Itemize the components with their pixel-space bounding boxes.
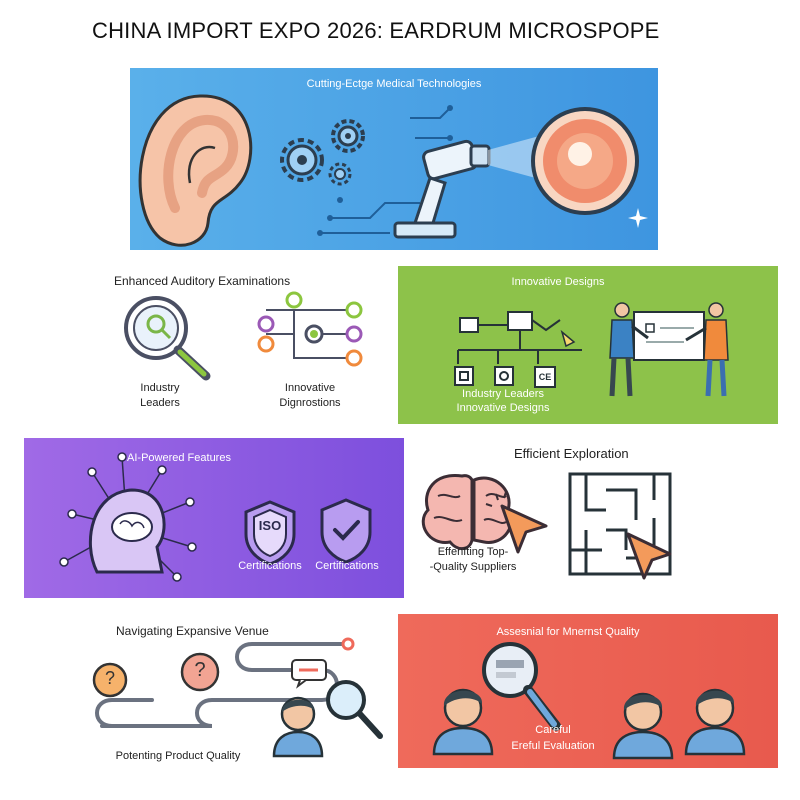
square-box-icon bbox=[454, 366, 474, 386]
question-mark-2: ? bbox=[194, 659, 206, 681]
innovative-label-1: Industry Leaders bbox=[462, 388, 544, 400]
evaluation-magnifier-icon bbox=[482, 642, 561, 731]
network-diagram-icon bbox=[257, 291, 363, 367]
quality-heading: Assesnial for Mnernst Quality bbox=[496, 626, 640, 638]
presenters-illustration bbox=[609, 302, 729, 397]
gear-box-icon bbox=[494, 366, 514, 386]
person-avatar-icon bbox=[272, 696, 324, 758]
efficient-heading: Efficient Exploration bbox=[514, 446, 629, 461]
hero-panel: Cutting-Ectge Medical Technologies bbox=[130, 68, 658, 250]
eardrum-icon bbox=[531, 107, 639, 215]
venue-footer: Potenting Product Quality bbox=[115, 750, 241, 762]
search-magnifier-icon bbox=[326, 680, 383, 739]
innovative-heading: Innovative Designs bbox=[511, 276, 605, 288]
gear-icon-2 bbox=[331, 119, 365, 153]
ear-icon bbox=[138, 94, 253, 247]
question-bubble-icon bbox=[92, 662, 128, 698]
gear-icon-3 bbox=[328, 162, 352, 186]
ai-cert-label-2: Certifications bbox=[315, 560, 379, 572]
question-mark-1: ? bbox=[104, 668, 115, 688]
ai-cert-label-1: Certifications bbox=[238, 560, 302, 572]
ai-brain-network-icon bbox=[59, 452, 197, 582]
auditory-right-label-1: Innovative bbox=[284, 382, 336, 394]
auditory-left-label-1: Industry bbox=[140, 382, 180, 394]
innovative-panel: Innovative Designs CE Industry Leaders I… bbox=[398, 266, 778, 424]
person-avatar-icon-3 bbox=[612, 692, 674, 760]
circuit-lines bbox=[317, 105, 453, 236]
efficient-label-1: Effenfting Top- bbox=[437, 546, 509, 558]
magnifier-icon bbox=[124, 296, 211, 381]
quality-panel: Assesnial for Mnernst Quality Careful Er… bbox=[398, 614, 778, 768]
ce-mark-box: CE bbox=[534, 366, 556, 388]
efficient-label-2: -Quality Suppliers bbox=[429, 561, 517, 573]
quality-label-1: Careful bbox=[535, 724, 571, 736]
question-bubble-icon-2 bbox=[180, 652, 220, 692]
venue-heading: Navigating Expansive Venue bbox=[116, 624, 269, 638]
auditory-right-label-2: Dignrostions bbox=[279, 397, 341, 409]
ai-panel: AI-Powered Features ISO Certifications C… bbox=[24, 438, 404, 598]
cursor-icon-2 bbox=[626, 532, 672, 580]
sparkle-icon bbox=[628, 208, 648, 228]
check-shield-icon bbox=[320, 498, 372, 564]
gear-icon bbox=[280, 138, 324, 182]
brain-icon bbox=[421, 474, 513, 550]
microscope-icon bbox=[393, 139, 491, 239]
auditory-left-label-2: Leaders bbox=[140, 397, 180, 409]
hero-caption: Cutting-Ectge Medical Technologies bbox=[306, 78, 482, 90]
page-title: CHINA IMPORT EXPO 2026: EARDRUM MICROSPO… bbox=[92, 18, 660, 43]
iso-shield-icon bbox=[244, 500, 296, 566]
quality-label-2: Ereful Evaluation bbox=[511, 740, 595, 752]
ai-heading: AI-Powered Features bbox=[127, 452, 231, 464]
person-avatar-icon-4 bbox=[684, 688, 746, 756]
flowchart-icon bbox=[457, 311, 582, 364]
person-avatar-icon-2 bbox=[432, 688, 494, 756]
chat-bubble-icon bbox=[291, 659, 327, 689]
cursor-icon bbox=[485, 491, 548, 554]
auditory-heading: Enhanced Auditory Examinations bbox=[114, 274, 291, 288]
innovative-label-2: Innovative Designs bbox=[456, 402, 550, 414]
iso-badge-text: ISO bbox=[258, 518, 282, 533]
